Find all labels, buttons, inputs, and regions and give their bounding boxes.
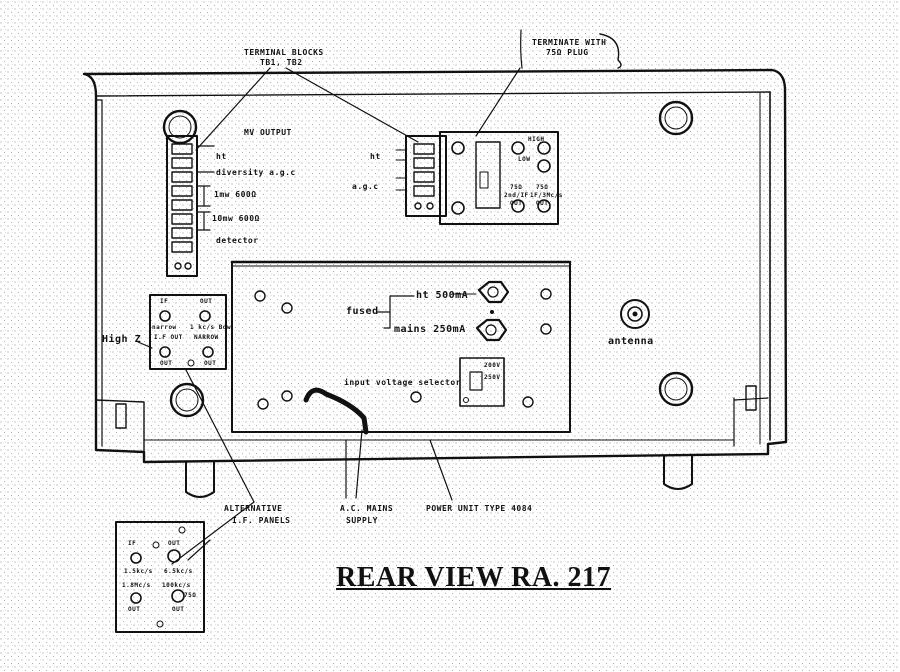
label-alt-ohm: 75Ω: [184, 592, 197, 599]
leader-terminate: [475, 67, 521, 137]
voltage-selector: [459, 357, 505, 407]
latch-left: [115, 403, 127, 429]
leader-alternative: [171, 369, 255, 565]
socket-panel-right: [439, 131, 559, 225]
foot-left: [185, 461, 215, 498]
label-antenna: antenna: [608, 336, 654, 347]
label-power-unit: POWER UNIT TYPE 4084: [426, 504, 533, 513]
label-tb1-ht: ht: [216, 152, 227, 161]
label-terminate-plug: 75Ω PLUG: [546, 48, 589, 57]
label-mv-output: MV OUTPUT: [244, 128, 292, 137]
fuse-ht: [477, 280, 510, 304]
label-terminal-blocks-ids: TB1, TB2: [260, 58, 303, 67]
label-alt-o2: OUT: [172, 606, 185, 613]
mains-cable: [303, 387, 369, 435]
label-tb2-ht: ht: [370, 152, 381, 161]
label-fused: fused: [346, 306, 379, 317]
label-if-bdw: 1 kc/s Bdw: [190, 324, 232, 331]
if-panel: [149, 294, 227, 370]
label-if-out: OUT: [200, 298, 213, 305]
label-right-r5: 1F/3Mc/s: [530, 192, 563, 199]
fuse-mains: [475, 318, 508, 342]
label-ac-mains: A.C. MAINS: [340, 504, 394, 513]
foot-right: [663, 455, 693, 490]
label-alt-o1: OUT: [128, 606, 141, 613]
label-if-narrow2: NARROW: [194, 334, 219, 341]
label-right-r4: OUT: [510, 200, 523, 207]
label-low: LOW: [518, 156, 531, 163]
label-if-panels: I.F. PANELS: [232, 516, 291, 525]
label-voltage-200: 200V: [484, 362, 501, 369]
alternative-if-panel: [115, 521, 205, 633]
label-ht-fuse: ht 500mA: [416, 290, 469, 301]
terminal-block-tb2: [405, 135, 447, 217]
label-terminal-blocks: TERMINAL BLOCKS: [244, 48, 324, 57]
grommet-top-left: [162, 109, 198, 145]
label-voltage-250: 250V: [484, 374, 501, 381]
antenna-socket: [620, 299, 650, 329]
label-tb1-diversity: diversity a.g.c: [216, 168, 296, 177]
label-if-in: IF: [160, 298, 169, 305]
label-alternative: ALTERNATIVE: [224, 504, 283, 513]
label-alt-if: IF: [128, 540, 137, 547]
label-supply: SUPPLY: [346, 516, 378, 525]
label-if-out2: OUT: [204, 360, 217, 367]
label-tb2-agc: a.g.c: [352, 182, 379, 191]
leader-mains: [345, 429, 363, 499]
label-alt-b1: 1.8Mc/s: [122, 582, 151, 589]
label-alt-out: OUT: [168, 540, 181, 547]
label-high-z: High Z: [102, 334, 142, 345]
label-alt-a2: 6.5kc/s: [164, 568, 193, 575]
label-if-narrow: narrow: [152, 324, 177, 331]
label-right-r1: 75Ω: [510, 184, 523, 191]
label-mains-fuse: mains 250mA: [394, 324, 466, 335]
chassis-outline: [82, 68, 788, 464]
label-right-r6: OUT: [536, 200, 549, 207]
grommet-bottom-right: [658, 371, 694, 407]
label-right-r2: 75Ω: [536, 184, 549, 191]
leader-terminal-blocks: [195, 67, 419, 151]
label-if-out1: OUT: [160, 360, 173, 367]
label-tb1-10mw: 10mw 600Ω: [212, 214, 260, 223]
leader-power-unit: [429, 439, 453, 501]
label-voltage-selector: input voltage selector: [344, 378, 461, 387]
label-alt-b2: 100kc/s: [162, 582, 191, 589]
label-if-ifout: I.F OUT: [154, 334, 183, 341]
label-terminate-with: TERMINATE WITH: [532, 38, 607, 47]
label-high: HIGH: [528, 136, 545, 143]
label-tb1-1mw: 1mw 600Ω: [214, 190, 257, 199]
label-tb1-detector: detector: [216, 236, 259, 245]
latch-right: [745, 385, 757, 411]
grommet-top-right: [658, 100, 694, 136]
label-right-r3: 2nd/IF: [504, 192, 529, 199]
grommet-bottom-left: [169, 382, 205, 418]
diagram-title: REAR VIEW RA. 217: [336, 562, 612, 593]
label-alt-a1: 1.5kc/s: [124, 568, 153, 575]
